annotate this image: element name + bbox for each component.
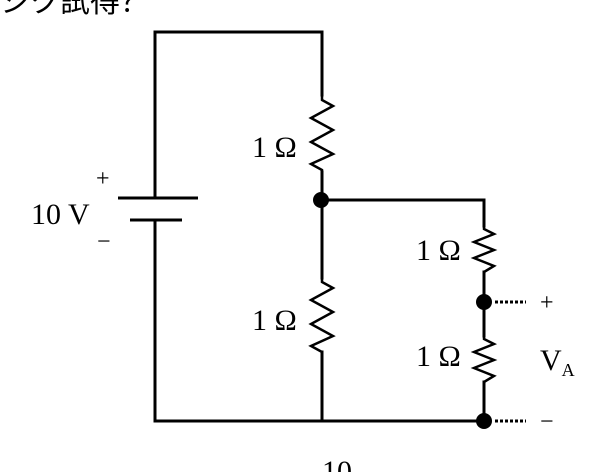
output-plus-sign: +	[540, 290, 554, 316]
wires	[153, 30, 486, 423]
source-label: 10 V	[31, 198, 90, 231]
output-minus-sign: −	[540, 409, 554, 435]
resistor-r1-symbol	[308, 95, 336, 172]
resistor-r2-label: 1 Ω	[252, 304, 297, 337]
header-fragment: シク試得？	[0, 0, 150, 19]
node-output-plus	[476, 294, 492, 310]
output-voltage-label: VA	[540, 344, 575, 380]
battery-symbol	[118, 196, 198, 222]
source-plus-sign: +	[96, 166, 110, 192]
output-voltage-subscript: A	[562, 360, 575, 380]
wire-top	[153, 30, 324, 97]
output-voltage-main: V	[540, 344, 562, 377]
node-middle	[313, 192, 329, 208]
resistor-r2-symbol	[308, 278, 336, 354]
resistor-r4-label: 1 Ω	[416, 340, 461, 373]
wire-node-right	[320, 198, 486, 228]
resistor-r4-symbol	[470, 336, 498, 384]
resistor-r3-symbol	[470, 226, 498, 274]
footer-fragment: 10	[322, 455, 352, 472]
source-minus-sign: −	[97, 229, 111, 255]
node-output-minus	[476, 413, 492, 429]
resistor-r3-label: 1 Ω	[416, 234, 461, 267]
resistor-r1-label: 1 Ω	[252, 131, 297, 164]
